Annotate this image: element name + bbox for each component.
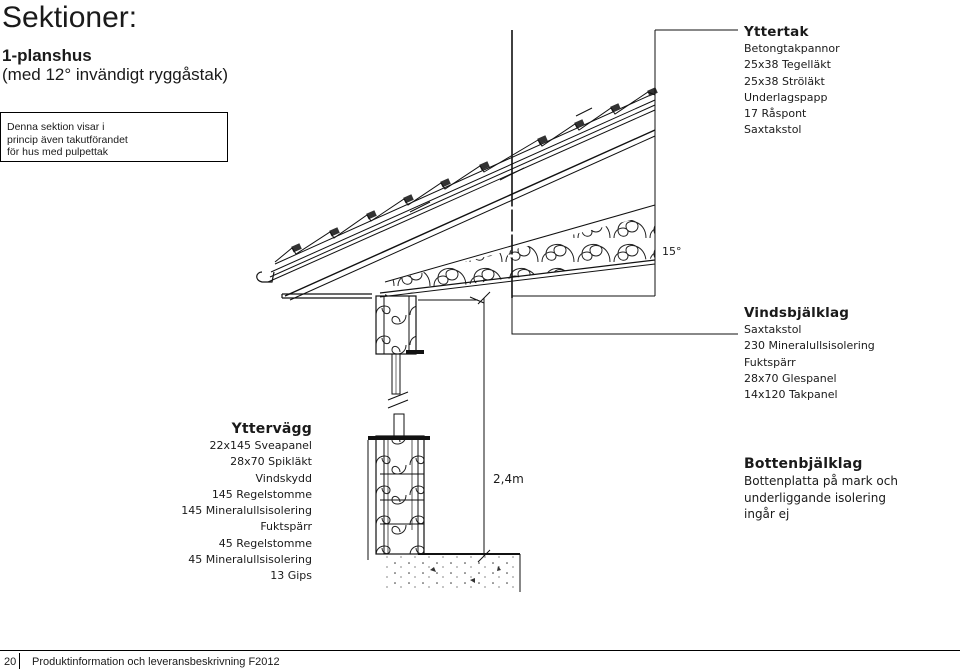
section-drawing — [256, 29, 738, 592]
label-heading: Yttervägg — [231, 421, 312, 437]
label-item: 25x38 Tegelläkt — [744, 58, 831, 72]
note-line: princip även takutförandet — [7, 133, 128, 146]
leader-lines — [511, 29, 738, 335]
break-marks — [387, 391, 409, 409]
label-item: 13 Gips — [270, 569, 312, 583]
page-footer: 20 Produktinformation och leveransbeskri… — [0, 650, 960, 671]
note-box: Denna sektion visar i princip även takut… — [0, 112, 228, 162]
label-item: 22x145 Sveapanel — [209, 439, 312, 452]
section-subtitle-detail: (med 12° invändigt ryggåstak) — [2, 65, 229, 84]
label-item: Fuktspärr — [744, 355, 796, 369]
label-item: 28x70 Spikläkt — [230, 455, 312, 469]
label-item: Vindskydd — [255, 471, 312, 485]
label-heading: Yttertak — [744, 24, 809, 40]
label-item: 17 Råspont — [744, 107, 807, 121]
label-yttertak: Yttertak Betongtakpannor 25x38 Tegelläkt… — [744, 24, 840, 139]
label-yttervagg: Yttervägg 22x145 Sveapanel 28x70 Spikläk… — [181, 421, 312, 585]
note-line: Denna sektion visar i — [7, 121, 105, 133]
tile-profile — [274, 91, 656, 263]
note-line: för hus med pulpettak — [7, 146, 108, 158]
label-item: 145 Regelstomme — [211, 487, 312, 501]
footer-text: Produktinformation och leveransbeskrivni… — [32, 656, 280, 668]
label-heading: Vindsbjälklag — [744, 305, 850, 321]
label-item: Underlagspapp — [744, 90, 828, 104]
label-item: Saxtakstol — [744, 123, 802, 137]
label-vindsbjalklag: Vindsbjälklag Saxtakstol 230 Mineralulls… — [744, 305, 875, 403]
label-item: Bottenplatta på mark och — [744, 474, 898, 488]
label-heading: Bottenbjälklag — [744, 456, 863, 472]
floor-slab — [384, 553, 521, 592]
label-bottenbjalklag: Bottenbjälklag Bottenplatta på mark och … — [744, 455, 898, 523]
label-item: Fuktspärr — [260, 520, 312, 534]
lower-wall — [367, 413, 430, 560]
label-item: ingår ej — [744, 507, 790, 521]
label-item: 14x120 Takpanel — [744, 388, 838, 402]
label-item: underliggande isolering — [744, 490, 886, 505]
label-item: 28x70 Glespanel — [744, 371, 837, 385]
page-number: 20 — [4, 656, 17, 668]
footer-divider — [19, 653, 20, 669]
label-item: 25x38 Ströläkt — [744, 74, 825, 88]
roof-angle-label: 15° — [662, 245, 682, 258]
ceiling-insulation — [379, 204, 656, 298]
label-item: 45 Mineralullsisolering — [188, 553, 312, 567]
wall-height-label: 2,4m — [493, 472, 524, 486]
section-subtitle: 1-planshus — [2, 46, 92, 65]
label-item: Saxtakstol — [744, 323, 802, 336]
label-item: 145 Mineralullsisolering — [181, 504, 312, 518]
gutter — [256, 271, 372, 299]
upper-wall — [375, 295, 424, 395]
label-item: Betongtakpannor — [744, 42, 840, 55]
height-dimension — [477, 291, 491, 563]
label-item: 45 Regelstomme — [218, 536, 312, 550]
page-title: Sektioner: — [2, 1, 138, 34]
label-item: 230 Mineralullsisolering — [744, 339, 875, 353]
